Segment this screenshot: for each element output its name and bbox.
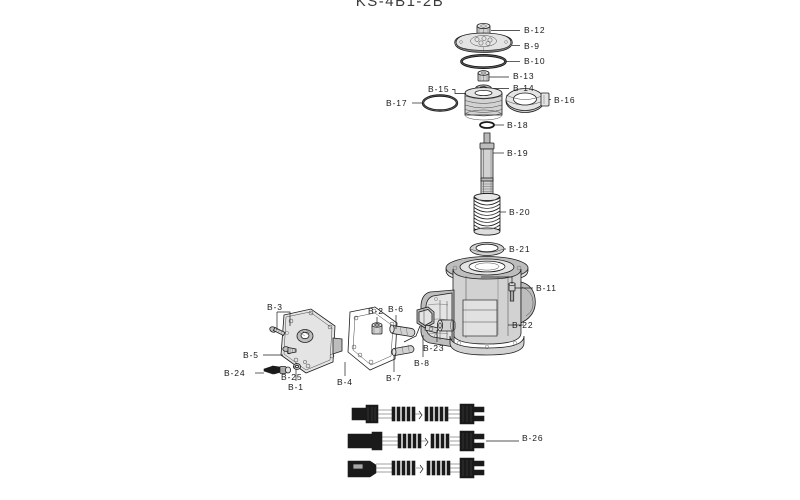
callout-b-4: B-4 (337, 377, 353, 387)
part-b-25-retainer (292, 360, 307, 370)
part-b-21-spring-seat (469, 242, 505, 256)
part-b-1-cover-plate (280, 308, 343, 374)
callout-b-19: B-19 (507, 148, 529, 158)
part-b-16-clamp-ring (505, 88, 550, 113)
callout-b-5: B-5 (243, 350, 259, 360)
part-b-2-spacer (371, 322, 383, 335)
callout-b-15: B-15 (428, 84, 450, 94)
leader-b-11-left (481, 276, 513, 284)
callout-b-6: B-6 (388, 304, 404, 314)
diagram-title: KS-4B1-2B (355, 0, 445, 10)
callout-b-13: B-13 (513, 71, 535, 81)
callout-b-2: B-2 (368, 306, 384, 316)
callout-b-9: B-9 (524, 41, 540, 51)
callout-b-21: B-21 (509, 244, 531, 254)
callout-b-12: B-12 (524, 25, 546, 35)
callout-b-17: B-17 (386, 98, 408, 108)
callout-b-26: B-26 (522, 433, 544, 443)
callout-b-14: B-14 (513, 83, 535, 93)
part-b-26-harness-row-1 (351, 403, 485, 425)
part-b-26-harness-row-3 (347, 457, 485, 479)
part-b-17-o-ring-large (421, 94, 459, 112)
callout-b-11: B-11 (536, 283, 557, 293)
part-b-4-gasket (347, 306, 398, 371)
callout-b-18: B-18 (507, 120, 529, 130)
part-b-5-screw (282, 346, 297, 354)
part-b-23-bushing (436, 319, 456, 332)
callout-b-16: B-16 (554, 95, 576, 105)
part-b-19-shaft (479, 132, 495, 199)
part-b-8-lever (403, 306, 439, 343)
part-b-3-bolt (269, 326, 289, 337)
callout-b-24: B-24 (224, 368, 246, 378)
part-b-7-pin (391, 344, 415, 356)
callout-b-3: B-3 (267, 302, 283, 312)
part-b-15-threaded-adjuster (464, 87, 503, 121)
callout-b-23: B-23 (423, 343, 445, 353)
leader-b-3 (276, 311, 291, 330)
part-b-22-valve-body (420, 256, 536, 356)
callout-b-22: B-22 (512, 320, 534, 330)
part-b-18-o-ring-small (479, 121, 495, 129)
part-b-26-harness-row-2 (347, 430, 485, 452)
callout-b-8: B-8 (414, 358, 430, 368)
part-b-10-o-ring (460, 53, 507, 69)
part-b-20-coil-spring (473, 192, 501, 236)
callout-b-20: B-20 (509, 207, 531, 217)
callout-b-10: B-10 (524, 56, 546, 66)
callout-b-1: B-1 (288, 382, 304, 392)
callout-b-25: B-25 (281, 372, 303, 382)
callout-b-7: B-7 (386, 373, 402, 383)
part-b-24-sensor (263, 365, 291, 375)
leader-b-15 (452, 89, 466, 94)
part-b-9-top-cap (454, 32, 513, 53)
part-b-13-bushing (477, 70, 490, 82)
